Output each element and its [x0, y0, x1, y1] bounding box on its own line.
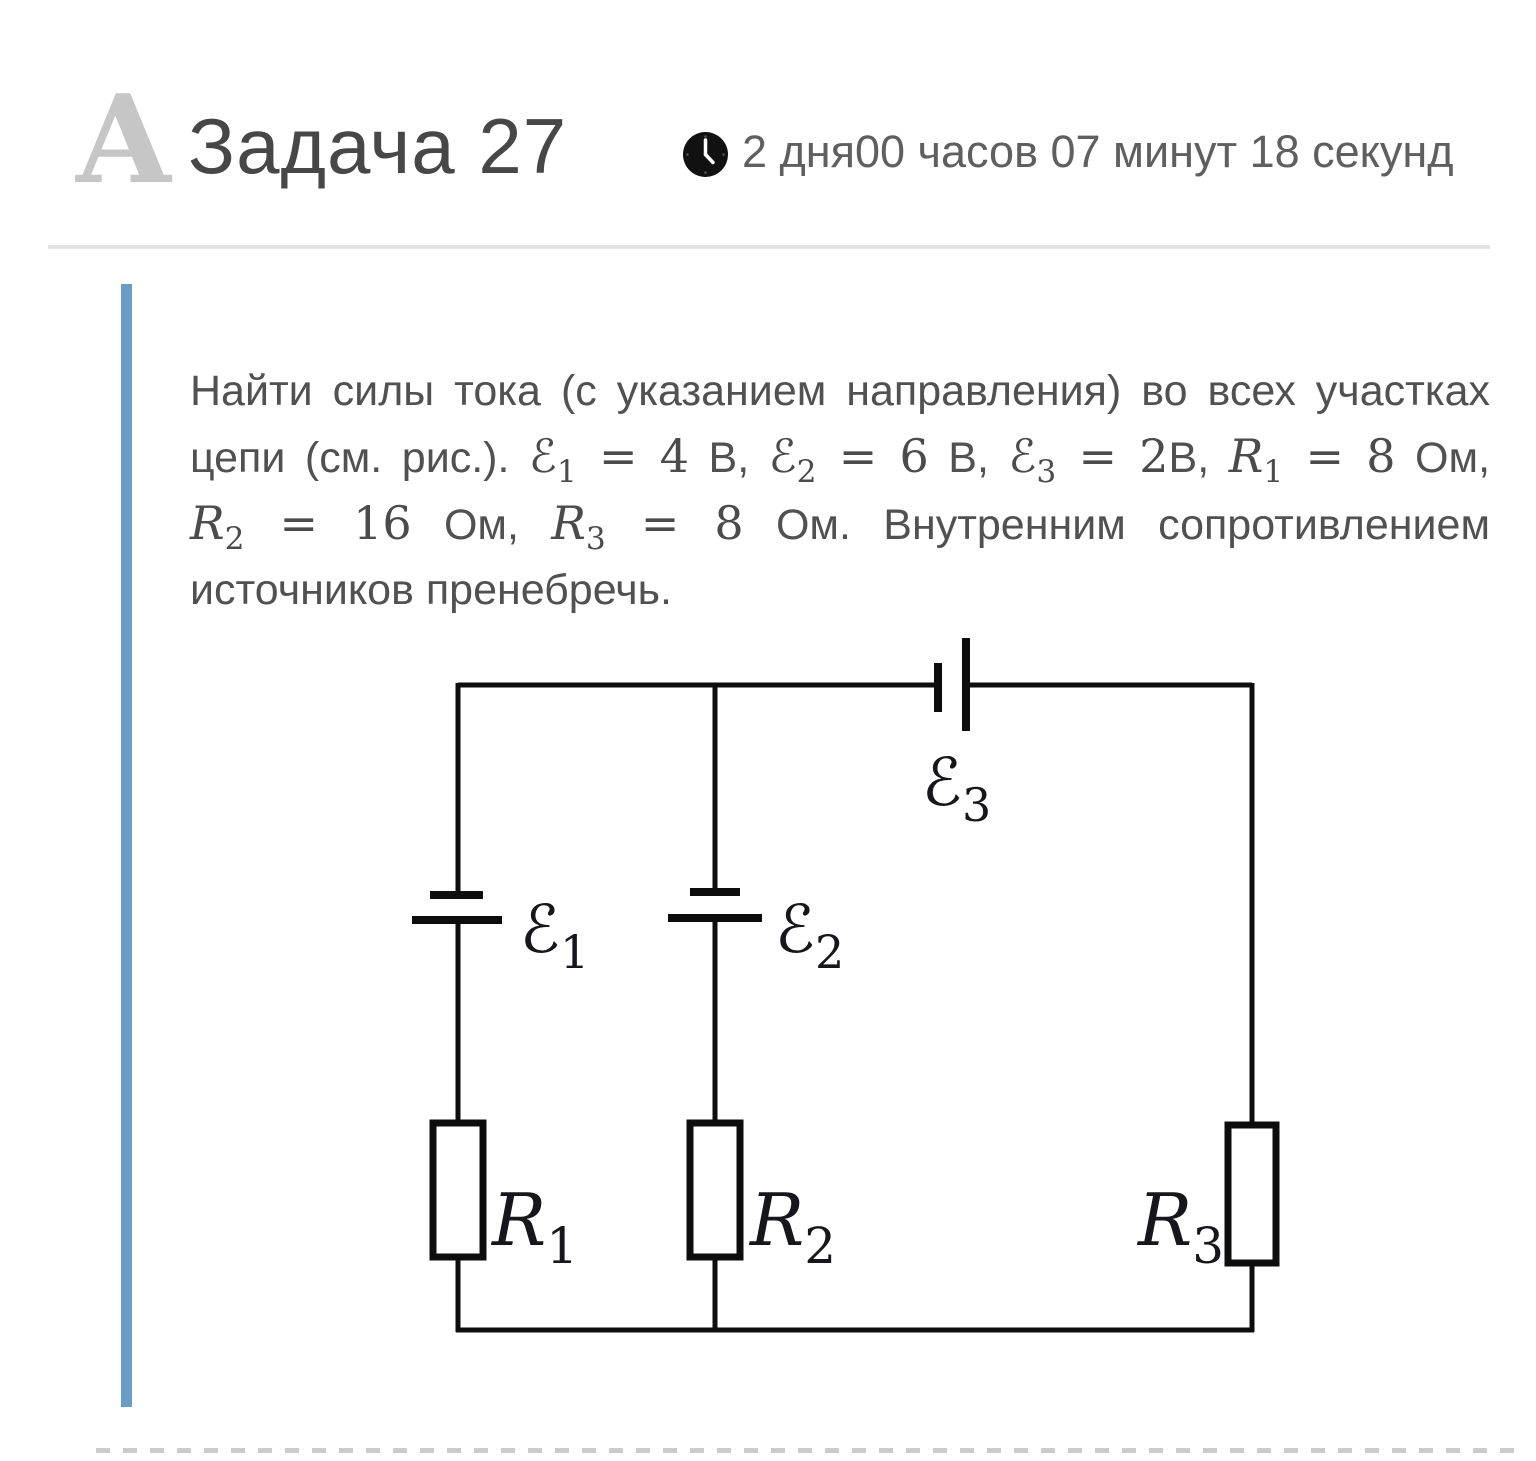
statement-formula: ℰ1 = 4 В,	[528, 429, 769, 491]
timer-text: 2 дня00 часов 07 минут 18 секунд	[742, 126, 1454, 177]
statement-formula: R2 = 16 Ом,	[190, 496, 552, 558]
statement-formula: ℰ3 = 2В,	[1008, 429, 1229, 491]
resistor-r3	[1224, 1121, 1280, 1267]
statement-formula: R3 = 8 Ом.	[551, 496, 884, 558]
resistor-r2	[686, 1119, 744, 1261]
statement-formula: R1 = 8 Ом,	[1228, 429, 1491, 491]
battery-e2	[668, 888, 762, 922]
circuit-wires	[455, 682, 1255, 1333]
page-title: Задача 27	[188, 102, 568, 190]
header-separator	[48, 245, 1490, 249]
label-e1: ℰ1	[520, 891, 589, 979]
site-dropcap-logo: А	[74, 67, 174, 211]
label-r3: R3	[1136, 1178, 1224, 1275]
label-r2: R2	[748, 1178, 836, 1275]
resistor-r1	[429, 1119, 487, 1261]
clock-icon	[683, 132, 728, 177]
battery-e3	[934, 638, 970, 731]
accent-bar	[121, 284, 132, 1407]
resistors	[429, 1119, 1280, 1267]
problem-statement: Найти силы тока (с указанием направления…	[190, 359, 1490, 623]
bottom-dashed-divider	[96, 1448, 1516, 1453]
battery-plates	[412, 638, 970, 924]
label-e2: ℰ2	[775, 891, 844, 979]
label-e3: ℰ3	[922, 744, 991, 832]
statement-formula: ℰ2 = 6 В,	[768, 429, 1009, 491]
statement-text: Внутренним сопротивлением источников пре…	[190, 501, 1491, 614]
statement-text: Найти силы тока (с указанием направления…	[190, 367, 1490, 482]
label-r1: R1	[490, 1178, 578, 1275]
circuit-diagram: ℰ3 ℰ1 ℰ2 R1 R2 R3	[412, 638, 1280, 1333]
battery-e1	[412, 891, 502, 924]
